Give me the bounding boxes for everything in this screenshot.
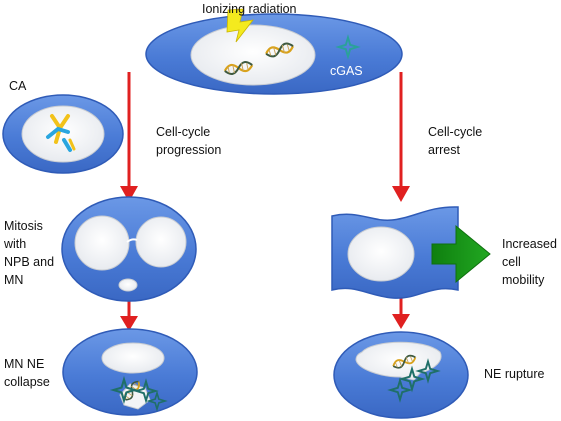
top-cell	[145, 8, 403, 95]
top-cell-nucleus	[190, 24, 316, 86]
daughter-nucleus-right	[135, 216, 187, 268]
mn-ne-collapse-label-line-1: MN NE	[4, 357, 45, 371]
ca-label: CA	[9, 79, 27, 93]
mn-ne-collapse-label-line-2: collapse	[4, 375, 50, 389]
arrow-to-mn-collapse	[120, 300, 138, 331]
mitosis-label-line-4: MN	[4, 273, 24, 287]
arrow-progression	[120, 72, 138, 202]
mitosis-label-line-3: NPB and	[4, 255, 55, 269]
progression-label-line-2: progression	[156, 143, 222, 157]
arrow-arrest	[392, 72, 410, 202]
mn-collapse-nucleus	[101, 342, 165, 374]
mitosis-label-line-2: with	[4, 237, 27, 251]
daughter-nucleus-left	[74, 215, 130, 271]
chromosome-icon	[46, 114, 76, 152]
micronucleus	[118, 278, 138, 292]
migrating-cell	[331, 206, 459, 299]
mobility-label-line-3: mobility	[502, 273, 545, 287]
ne-rupture-cell	[333, 331, 469, 419]
cgas-label: cGAS	[330, 64, 363, 78]
ca-cell-nucleus	[21, 105, 105, 163]
ionizing-radiation-label: Ionizing radiation	[202, 2, 297, 16]
mobility-label-line-2: cell	[502, 255, 521, 269]
migrating-cell-nucleus	[347, 226, 415, 282]
ne-rupture-label: NE rupture	[484, 367, 545, 381]
nucleoplasmic-bridge	[126, 238, 138, 243]
mn-collapse-cell	[62, 328, 198, 416]
arrow-mobility	[431, 224, 491, 284]
arrest-label-line-2: arrest	[428, 143, 460, 157]
arrest-label-line-1: Cell-cycle	[428, 125, 483, 139]
mitosis-label-line-1: Mitosis	[4, 219, 43, 233]
lightning-bolt-icon	[226, 8, 254, 43]
ca-cell	[2, 94, 124, 174]
progression-label-line-1: Cell-cycle	[156, 125, 211, 139]
mobility-label-line-1: Increased	[502, 237, 557, 251]
mitosis-cell	[61, 196, 197, 302]
